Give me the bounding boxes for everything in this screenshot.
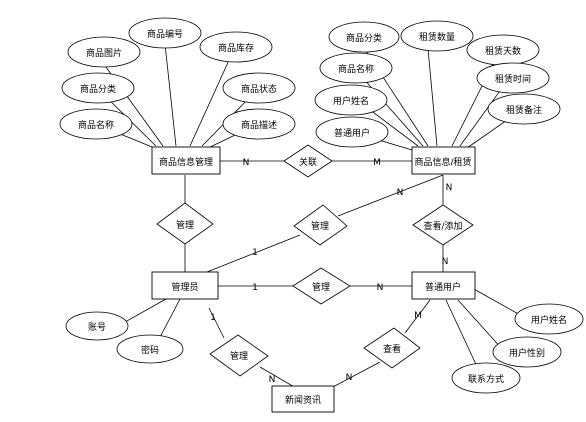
entity-label: 商品信息/租赁 [414, 156, 471, 168]
attribute-product-code: 商品编号 [128, 17, 202, 49]
cardinality-mid-admin: 1 [252, 248, 258, 258]
attribute-label: 商品名称 [338, 63, 374, 75]
attribute-label: 商品分类 [346, 32, 382, 44]
attribute-product-status: 商品状态 [222, 72, 296, 104]
cardinality-news-right: N [346, 373, 353, 383]
cardinality-rental-top: N [446, 183, 453, 193]
entity-label: 普通用户 [425, 281, 461, 293]
attribute-rental-regular-user: 普通用户 [315, 116, 389, 148]
entity-user: 普通用户 [411, 271, 476, 300]
attribute-label: 账号 [88, 322, 106, 333]
attribute-label: 商品图片 [86, 47, 122, 59]
attribute-product-name: 商品名称 [59, 108, 133, 140]
attribute-rental-product-name: 商品名称 [319, 52, 393, 84]
attribute-label: 普通用户 [334, 127, 370, 139]
relationship-label: 查看/添加 [423, 220, 462, 232]
attribute-product-image: 商品图片 [67, 36, 141, 68]
attribute-label: 用户姓名 [333, 95, 369, 107]
cardinality-link-right: M [373, 158, 381, 168]
attribute-rental-category: 商品分类 [328, 21, 400, 53]
cardinality-center-admin: 1 [252, 283, 258, 293]
attribute-label: 商品库存 [218, 42, 254, 54]
entity-admin: 管理员 [151, 271, 219, 300]
cardinality-user-view: M [414, 311, 422, 321]
cardinality-news-left: N [269, 375, 276, 385]
attribute-rental-quantity: 租赁数量 [400, 20, 474, 52]
relationship-manage-mid: 管理 [293, 204, 348, 246]
relationship-label: 管理 [312, 281, 330, 293]
attribute-label: 用户性别 [509, 347, 545, 359]
relationship-manage-center: 管理 [292, 267, 351, 305]
entity-label: 管理员 [171, 281, 198, 293]
attribute-rental-note: 租赁备注 [487, 93, 561, 125]
attribute-label: 租赁天数 [485, 45, 521, 57]
attribute-label: 商品编号 [147, 28, 183, 40]
relationship-label: 管理 [230, 350, 248, 362]
attribute-label: 租赁时间 [495, 73, 531, 85]
entity-product-rental: 商品信息/租赁 [411, 146, 476, 175]
cardinality-mid-rental: N [397, 188, 404, 198]
relationship-view: 查看 [363, 327, 421, 369]
cardinality-bottom-admin: 1 [210, 313, 216, 323]
attribute-label: 商品分类 [80, 83, 116, 95]
entity-news: 新闻资讯 [271, 385, 335, 413]
attribute-rental-time: 租赁时间 [476, 62, 550, 94]
relationship-manage-bottom: 管理 [209, 334, 269, 377]
cardinality-user-top: N [442, 257, 449, 267]
attribute-user-name: 用户姓名 [514, 303, 584, 335]
cardinality-center-user: N [377, 283, 384, 293]
attribute-account: 账号 [65, 311, 129, 341]
attribute-rental-user-name: 用户姓名 [314, 84, 388, 116]
attribute-product-description: 商品描述 [222, 108, 296, 140]
attribute-label: 商品描述 [241, 119, 277, 131]
attribute-label: 用户姓名 [531, 314, 567, 326]
entity-label: 商品信息管理 [159, 156, 213, 168]
attribute-user-contact: 联系方式 [451, 362, 521, 394]
attribute-label: 租赁数量 [419, 31, 455, 43]
entity-label: 新闻资讯 [285, 394, 321, 406]
attribute-product-category: 商品分类 [61, 72, 135, 104]
attribute-product-stock: 商品库存 [199, 31, 273, 63]
entity-product-info-mgmt: 商品信息管理 [151, 146, 221, 175]
attribute-label: 密码 [141, 344, 159, 356]
attribute-password: 密码 [116, 334, 184, 364]
cardinality-labels: N M 1 N N N 1 N 1 N N M [210, 158, 452, 385]
attribute-label: 商品状态 [241, 83, 277, 95]
relationship-manage-left: 管理 [156, 202, 214, 245]
relationship-label: 查看 [383, 343, 401, 355]
relationship-label: 管理 [311, 220, 329, 232]
attribute-label: 商品名称 [78, 119, 114, 131]
relationship-link: 关联 [283, 144, 333, 178]
relationship-label: 管理 [176, 219, 194, 231]
relationship-view-add: 查看/添加 [412, 204, 474, 246]
cardinality-link-left: N [243, 158, 250, 168]
attribute-user-gender: 用户性别 [492, 336, 562, 368]
attribute-label: 租赁备注 [506, 104, 542, 116]
attribute-label: 联系方式 [468, 373, 504, 385]
relationship-label: 关联 [299, 156, 317, 168]
attribute-rental-days: 租赁天数 [466, 34, 540, 66]
